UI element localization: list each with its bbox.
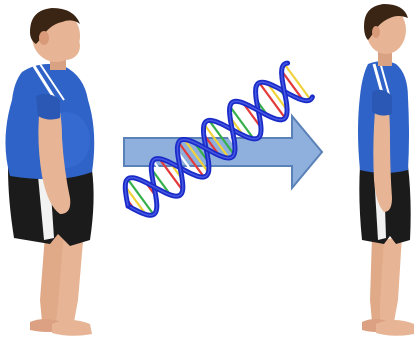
after-figure bbox=[358, 4, 414, 336]
before-figure bbox=[5, 8, 94, 336]
